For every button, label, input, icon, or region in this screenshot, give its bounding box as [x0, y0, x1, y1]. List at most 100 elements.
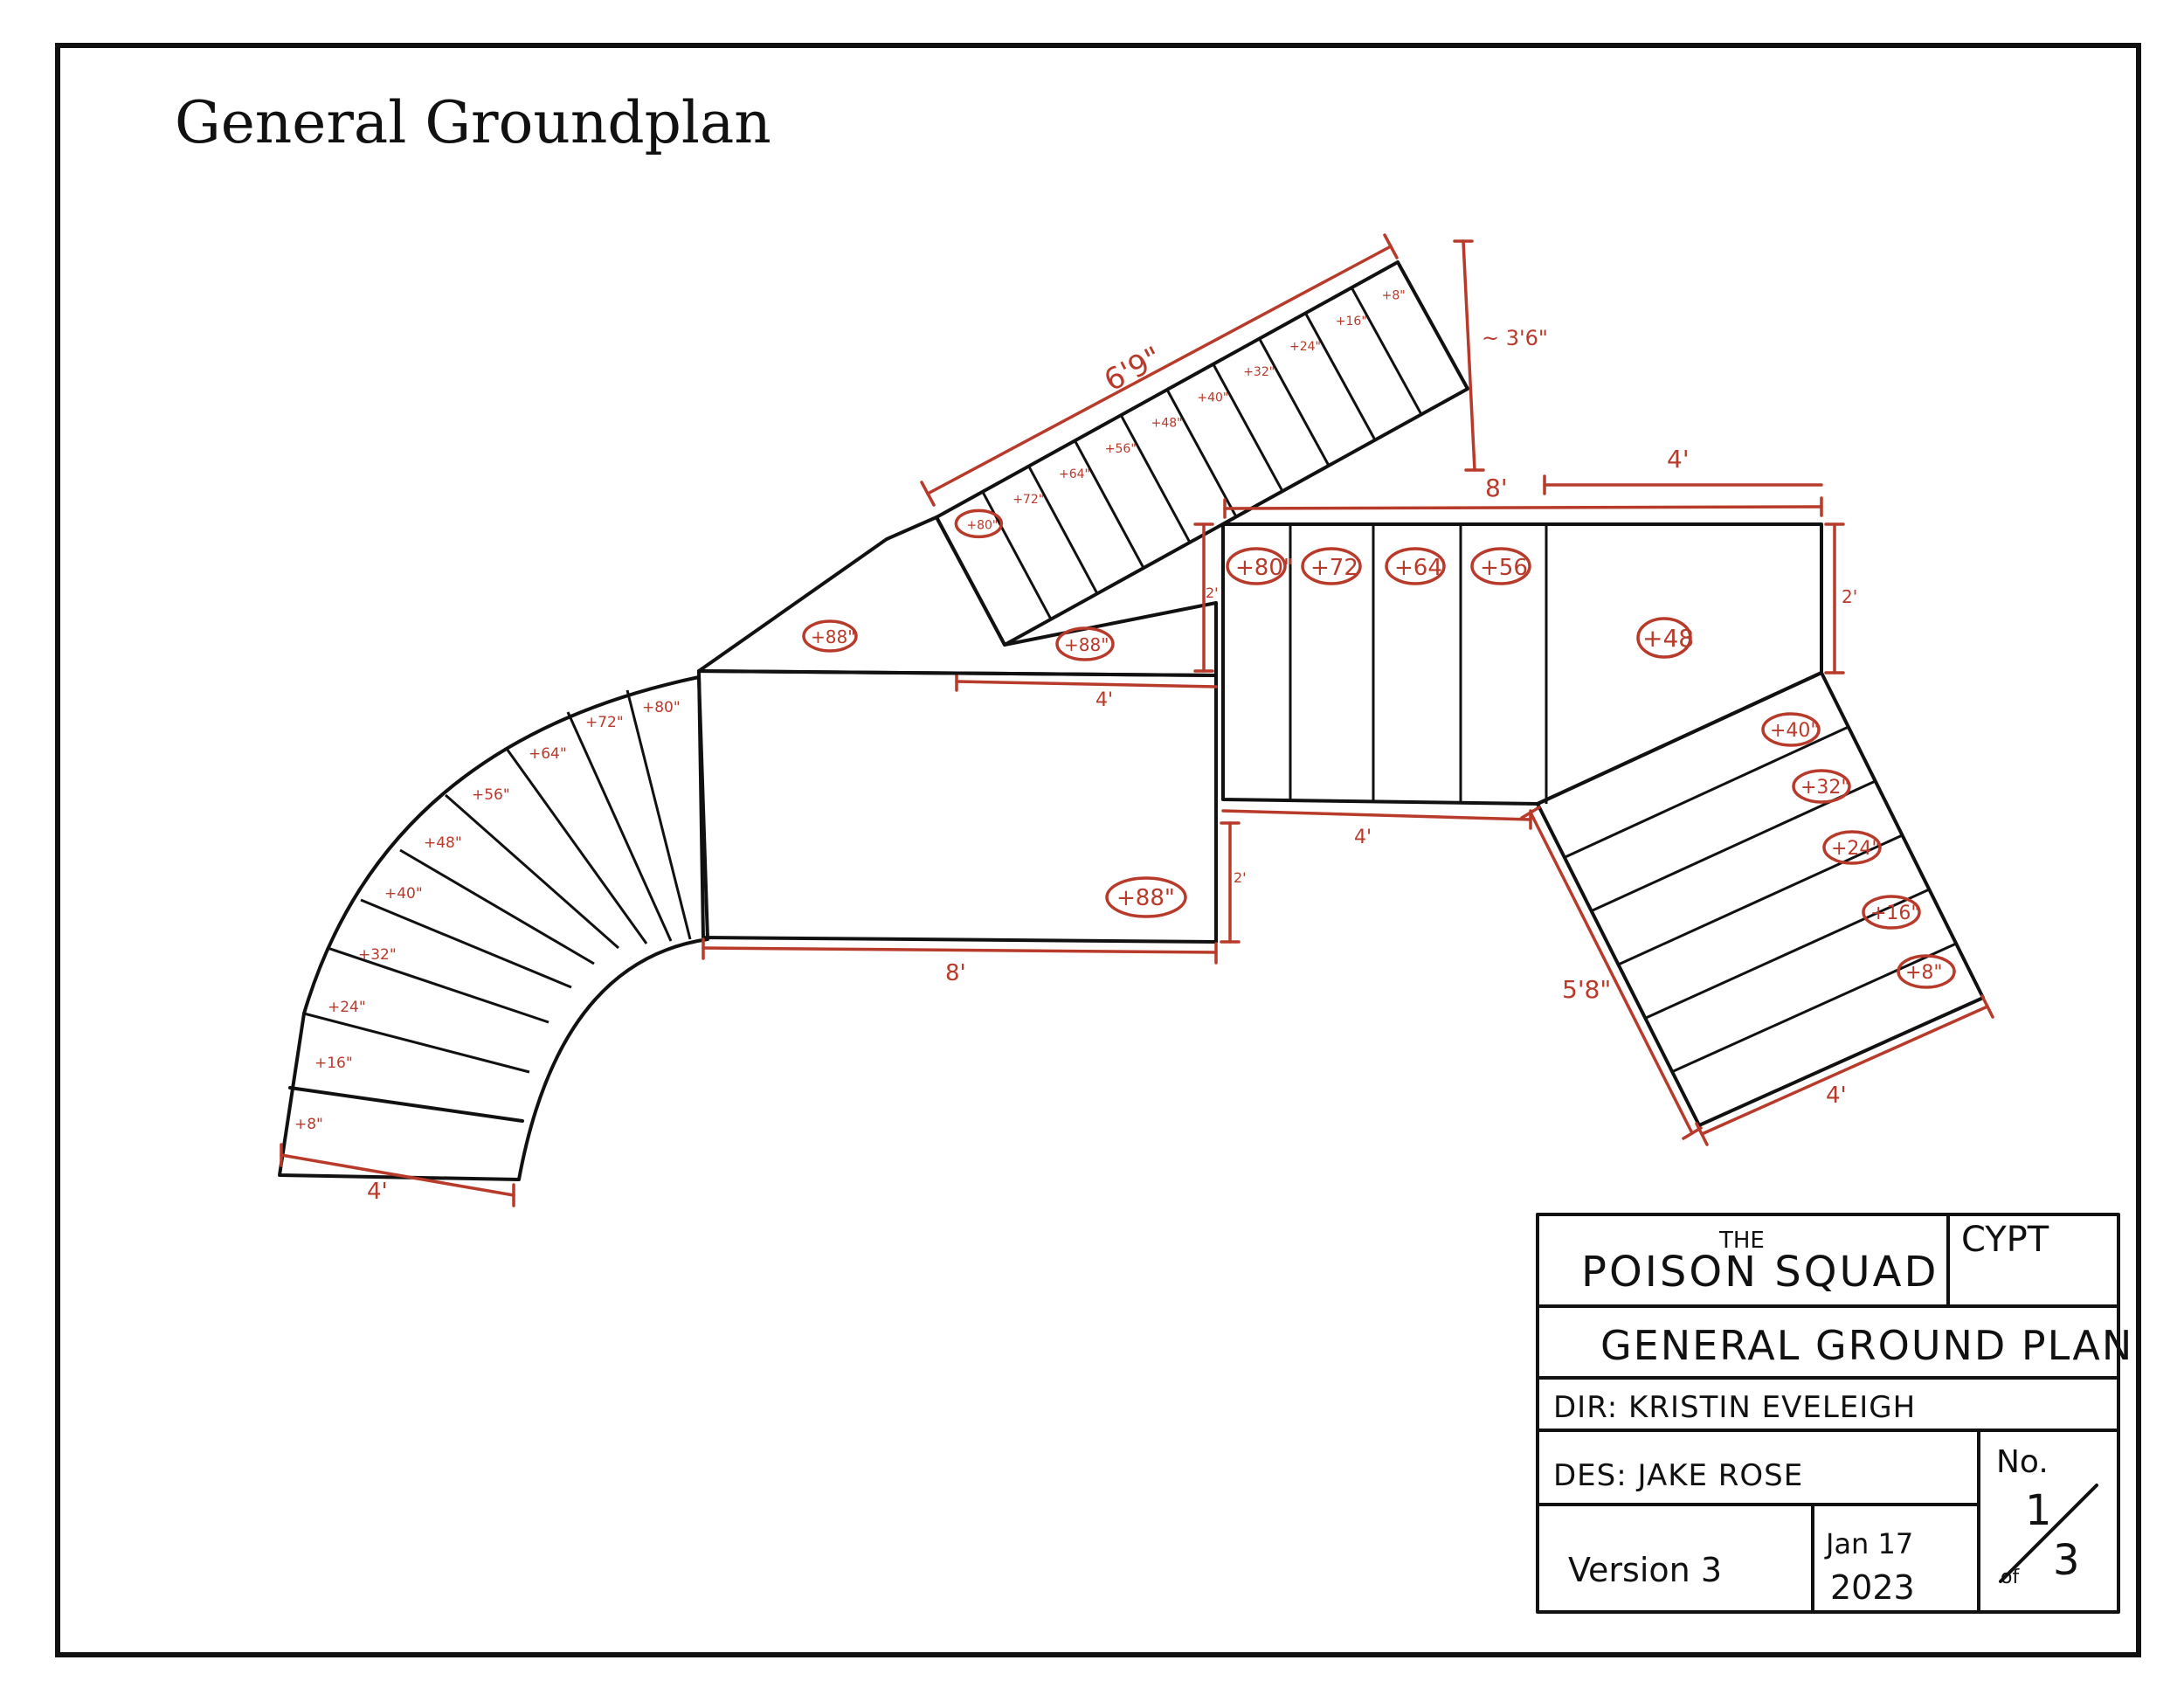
title-block-company: CYPT [1961, 1220, 2049, 1260]
left-platform-side-label: 4' [1095, 689, 1113, 711]
title-block-designer: DES: JAKE ROSE [1553, 1458, 1803, 1493]
right-stair-riser-oval [1792, 769, 1851, 804]
title-block-drawing-title: GENERAL GROUND PLAN [1600, 1322, 2133, 1369]
upper-stair-riser-label: +56" [1105, 442, 1137, 456]
curved-stair-riser-label: +48" [424, 834, 462, 852]
upper-stair-riser-label: +24" [1289, 340, 1321, 354]
upper-stair-riser-line [1350, 287, 1423, 416]
upper-stair-length-dimension [926, 245, 1393, 495]
title-block-show-title: POISON SQUAD [1581, 1248, 1939, 1297]
wedge-label-left: +88" [811, 626, 855, 647]
curved-stair: +8"+16"+24"+32"+40"+48"+56"+64"+72"+80" … [278, 675, 709, 1207]
title-block-director: DIR: KRISTIN EVELEIGH [1553, 1390, 1916, 1425]
upper-stair-length-label: 6'9" [1099, 340, 1168, 398]
center-step-label: +64 [1394, 555, 1442, 581]
upper-stair-rise-label: ~ 3'6" [1482, 326, 1548, 350]
upper-stair-riser-label: +64" [1059, 467, 1090, 481]
center-step-oval [1385, 547, 1446, 585]
right-stair-riser-label: +8" [1905, 962, 1943, 984]
center-landing-oval [1636, 617, 1692, 659]
right-stair-riser-label: +32" [1800, 777, 1850, 799]
right-stair-length-label: 5'8" [1562, 975, 1611, 1004]
upper-stair-riser-label: +16" [1336, 315, 1367, 329]
center-length-label: 8' [1485, 474, 1508, 502]
curved-stair-riser-line [399, 848, 595, 965]
left-platform-length-label: 8' [945, 960, 966, 986]
curved-stair-width-label: 4' [367, 1179, 388, 1205]
title-block-sheet-total: 3 [2053, 1536, 2080, 1585]
upper-stair-riser-label: +72" [1013, 493, 1044, 507]
curved-stair-riser-label: +80" [642, 699, 681, 716]
curved-stair-width-dimension [280, 1153, 515, 1197]
curved-stair-riser-label: +16" [314, 1055, 353, 1072]
upper-stair-riser-line [981, 491, 1053, 620]
curved-stair-riser-line [625, 689, 692, 940]
curved-stair-riser-line [505, 748, 648, 944]
upper-stair: +80"+72"+64"+56"+48"+40"+32"+24"+16"+8" … [920, 233, 1548, 673]
curved-stair-riser-line [566, 711, 673, 942]
right-stair: +40"+32"+24"+16"+8" 5'8" 4' [1520, 671, 1994, 1146]
upper-stair-riser-oval [954, 508, 1004, 539]
right-stair-riser-oval [1897, 954, 1956, 989]
center-right-depth-label: 2' [1842, 586, 1857, 607]
upper-stair-riser-line [1074, 439, 1145, 569]
upper-stair-riser-line [1304, 312, 1377, 441]
right-stair-riser-line [1617, 834, 1904, 966]
upper-stair-riser-label: +40" [1197, 391, 1228, 405]
left-platform-depth-label: 2' [1234, 869, 1247, 886]
title-block-sheet-of: of [2001, 1567, 2020, 1588]
right-stair-length-dimension [1529, 811, 1694, 1135]
right-stair-riser-label: +16" [1870, 903, 1920, 924]
curved-stair-riser-line [303, 1012, 530, 1074]
right-stair-riser-oval [1862, 895, 1921, 930]
center-step-oval [1301, 547, 1362, 585]
center-step-oval [1226, 547, 1287, 585]
wedge-label-right: +88" [1064, 634, 1109, 655]
center-landing-label: +48 [1642, 624, 1694, 653]
upper-stair-riser-label: +80" [966, 518, 998, 532]
upper-stair-riser-label: +48" [1151, 417, 1183, 431]
wedge-platform: +88" +88" [697, 515, 1218, 677]
right-stair-riser-oval [1761, 712, 1821, 747]
curved-stair-riser-label: +64" [529, 745, 567, 763]
left-platform-height-label: +88" [1116, 885, 1175, 911]
left-platform-length-dimension [702, 946, 1218, 954]
right-stair-riser-oval [1822, 830, 1882, 865]
curved-stair-riser-label: +72" [585, 714, 624, 731]
curved-stair-riser-label: +56" [472, 786, 510, 804]
title-block: THE POISON SQUAD CYPT GENERAL GROUND PLA… [1536, 1213, 2133, 1614]
upper-stair-riser-line [1027, 465, 1099, 595]
center-step-label: +56 [1480, 555, 1528, 581]
upper-stair-depth-label: 2' [1206, 585, 1219, 601]
upper-stair-riser-line [1165, 389, 1238, 518]
right-stair-riser-label: +24" [1831, 838, 1881, 860]
title-block-version: Version 3 [1568, 1551, 1722, 1589]
right-stair-riser-line [1564, 725, 1849, 859]
center-length-dimension [1223, 505, 1823, 510]
right-stair-width-dimension [1700, 1005, 1989, 1136]
curved-stair-riser-line [445, 793, 619, 950]
page-title: General Groundplan [175, 89, 771, 156]
upper-stair-riser-line [1212, 363, 1284, 492]
upper-stair-riser-line [1258, 337, 1330, 467]
sheet-border [55, 43, 2141, 1657]
right-stair-riser-label: +40" [1770, 720, 1820, 742]
center-block: +80"+72+64+56+48 8' 4' 2' 4' [1221, 445, 1857, 848]
curved-stair-riser-line [360, 898, 572, 989]
curved-stair-riser-label: +8" [294, 1116, 323, 1133]
right-stair-riser-line [1644, 888, 1930, 1020]
upper-stair-riser-line [1119, 414, 1192, 543]
right-stair-riser-line [1671, 942, 1957, 1074]
center-step-label: +80" [1235, 555, 1294, 581]
curved-stair-riser-line [327, 946, 549, 1024]
title-block-the: THE [1718, 1228, 1765, 1254]
center-step-label: +72 [1310, 555, 1358, 581]
curved-stair-riser-label: +32" [358, 946, 397, 964]
curved-stair-riser-label: +24" [328, 999, 366, 1016]
center-step-oval [1470, 547, 1531, 585]
title-block-date: Jan 17 [1824, 1527, 1913, 1560]
center-bottom-dimension-label: 4' [1354, 827, 1372, 848]
title-block-no-label: No. [1996, 1444, 2049, 1480]
title-block-year: 2023 [1830, 1568, 1915, 1607]
